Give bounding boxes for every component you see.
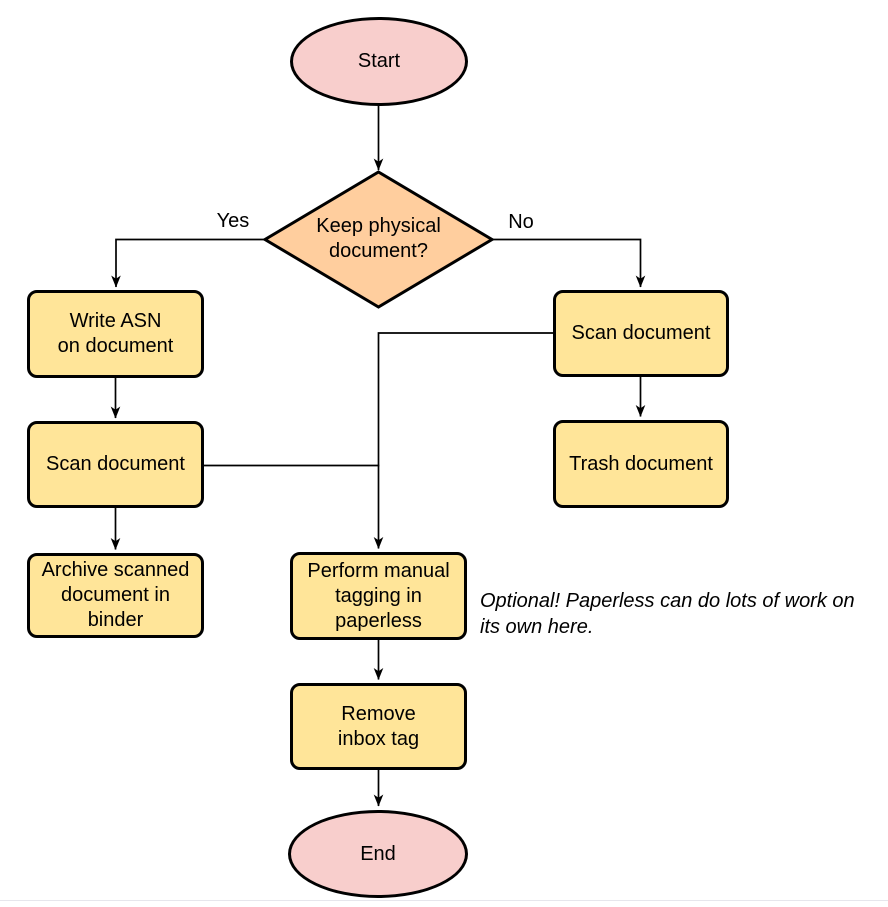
archive-line1: Archive scanned <box>41 559 190 581</box>
annotation-line2: its own here. <box>480 616 594 638</box>
write-asn-line2: on document <box>57 335 174 357</box>
write-asn-line1: Write ASN <box>69 310 162 332</box>
remove-inbox-line1: Remove <box>341 702 416 725</box>
end-label: End <box>360 842 396 865</box>
manual-tagging-line1: Perform manual <box>307 559 450 582</box>
decision-node-label: Keep physical document? <box>265 214 492 264</box>
scan-document-right-node: Scan document <box>553 290 729 377</box>
write-asn-node: Write ASN on document <box>27 290 204 378</box>
trash-document-label: Trash document <box>569 452 713 475</box>
edge-label-yes: Yes <box>206 209 260 234</box>
edge-decision-no <box>492 238 646 288</box>
annotation-line1: Optional! Paperless can do lots of work … <box>480 590 855 612</box>
manual-tagging-line2: tagging in <box>335 584 422 607</box>
scan-document-left-node: Scan document <box>27 421 204 508</box>
scan-document-right-label: Scan document <box>571 322 711 344</box>
archive-line3: binder <box>87 609 144 631</box>
decision-diamond-shape <box>262 170 495 309</box>
remove-inbox-tag-node: Remove inbox tag <box>290 683 467 770</box>
no-text: No <box>508 211 534 233</box>
start-label: Start <box>357 50 401 72</box>
yes-text: Yes <box>216 210 250 232</box>
manual-tagging-node: Perform manual tagging in paperless <box>290 552 467 640</box>
end-node: End <box>288 810 468 898</box>
edge-label-no: No <box>491 210 551 235</box>
decision-label-line1: Keep physical <box>316 215 441 237</box>
bottom-divider <box>0 900 888 901</box>
optional-annotation: Optional! Paperless can do lots of work … <box>480 588 855 640</box>
archive-line2: document in <box>61 584 170 606</box>
manual-tagging-line3: paperless <box>335 609 422 632</box>
remove-inbox-line2: inbox tag <box>337 727 420 750</box>
scan-document-left-label: Scan document <box>46 453 185 475</box>
trash-document-node: Trash document <box>553 420 729 508</box>
decision-label-line2: document? <box>329 240 428 262</box>
edge-scanright-to-tagging <box>373 332 553 549</box>
archive-node: Archive scanned document in binder <box>27 553 204 638</box>
start-node: Start <box>290 17 468 106</box>
edge-decision-yes <box>111 238 265 288</box>
